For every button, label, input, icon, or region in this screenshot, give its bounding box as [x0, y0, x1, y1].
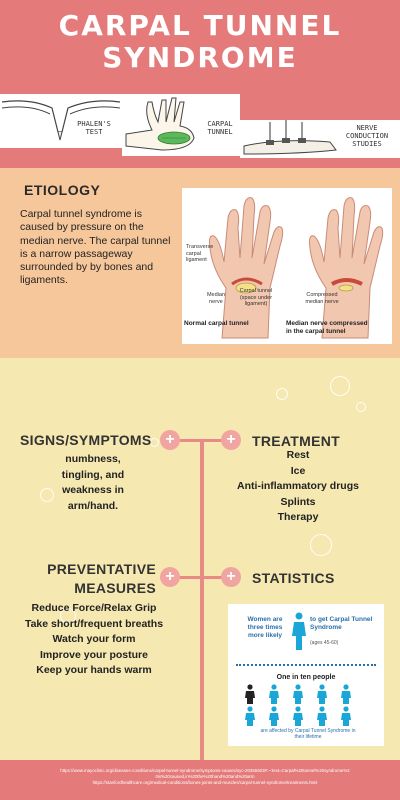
- prevention-item: Keep your hands warm: [36, 664, 152, 676]
- signs-line: tingling, and: [61, 468, 125, 481]
- carpal-tunnel-anatomy-figure: Transverse carpal ligament Median nerve …: [182, 188, 392, 344]
- signs-list: numbness, tingling, and weakness in arm/…: [48, 452, 138, 514]
- plus-icon: +: [160, 567, 180, 587]
- prevention-item: Reduce Force/Relax Grip: [31, 602, 157, 614]
- decorative-bubble: [276, 388, 288, 400]
- phalens-caption-line-1: PHALEN'S: [77, 120, 111, 128]
- nerve-caption-line-3: STUDIES: [352, 140, 382, 148]
- decorative-bubble: [60, 608, 76, 624]
- treatment-title: TREATMENT: [252, 433, 340, 449]
- prevention-title-line-2: MEASURES: [74, 580, 156, 596]
- label-carpal-tunnel-space: Carpal tunnel (space under ligament): [239, 288, 273, 307]
- carpal-tunnel-image: CARPAL TUNNEL: [122, 94, 240, 156]
- reference-link-mayo[interactable]: https://www.mayoclinic.org/diseases-cond…: [60, 768, 350, 779]
- stat-carpal-text: to get Carpal Tunnel Syndrome: [310, 616, 373, 631]
- plus-icon: +: [221, 567, 241, 587]
- decorative-bubble: [310, 534, 332, 556]
- people-grid-icon: [245, 684, 351, 726]
- caption-compressed-tunnel: Median nerve compressed in the carpal tu…: [286, 320, 392, 336]
- phalens-caption-line-2: TEST: [85, 128, 103, 136]
- title-line-1: CARPAL TUNNEL: [58, 9, 342, 42]
- signs-line: arm/hand.: [67, 499, 119, 512]
- illustration-strip: PHALEN'S TEST CARPAL TUNNEL NERVE CONDUC…: [0, 88, 400, 168]
- prevention-title: PREVENTATIVE MEASURES: [20, 560, 156, 598]
- decorative-bubble: [150, 438, 159, 447]
- woman-figure-icon: [292, 612, 306, 650]
- prevention-item: Take short/frequent breaths: [24, 617, 164, 630]
- etiology-section: ETIOLOGY Carpal tunnel syndrome is cause…: [0, 168, 400, 358]
- nerve-conduction-illustration-icon: [243, 120, 337, 155]
- stat-one-in-ten: One in ten people: [276, 674, 336, 681]
- timeline-branch-signs: [180, 439, 230, 442]
- prevention-item: Watch your form: [52, 633, 136, 645]
- label-median-nerve: Median nerve: [206, 292, 226, 305]
- stat-affected-text: are affected by Carpal Tunnel Syndrome i…: [260, 728, 356, 740]
- decorative-bubble: [356, 402, 366, 412]
- carpal-caption-line-2: TUNNEL: [207, 128, 233, 136]
- nerve-caption-line-2: CONDUCTION: [345, 132, 389, 140]
- plus-icon: +: [221, 430, 241, 450]
- phalens-test-illustration-icon: [1, 100, 121, 141]
- plus-icon: +: [160, 430, 180, 450]
- carpal-tunnel-caption: CARPAL TUNNEL: [200, 120, 240, 136]
- prevention-list: Reduce Force/Relax Grip Take short/frequ…: [14, 601, 174, 679]
- treatment-item: Splints: [280, 495, 316, 508]
- hand-anatomy-icon: [209, 197, 384, 339]
- decorative-bubble: [330, 376, 350, 396]
- stat-ages: (ages 45-60): [310, 640, 339, 646]
- header-banner: CARPAL TUNNEL SYNDROME: [0, 0, 400, 88]
- carpal-caption-line-1: CARPAL: [207, 120, 233, 128]
- caption-compressed-line-2: in the carpal tunnel: [286, 328, 346, 335]
- caption-normal-tunnel: Normal carpal tunnel: [184, 320, 249, 327]
- treatment-item: Ice: [290, 464, 306, 477]
- treatment-item: Anti-inflammatory drugs: [237, 480, 359, 492]
- caption-compressed-line-1: Median nerve compressed: [286, 320, 368, 327]
- label-transverse-ligament: Transverse carpal ligament: [186, 244, 214, 263]
- decorative-bubble: [40, 488, 54, 502]
- signs-line: numbness,: [65, 453, 121, 465]
- treatment-item: Rest: [286, 449, 310, 461]
- phalens-test-caption: PHALEN'S TEST: [70, 120, 118, 136]
- references-list: https://www.mayoclinic.org/diseases-cond…: [60, 768, 350, 786]
- nerve-conduction-image: NERVE CONDUCTION STUDIES: [240, 120, 400, 158]
- etiology-text: Carpal tunnel syndrome is caused by pres…: [20, 208, 171, 287]
- stat-women-text: Women are three times more likely: [247, 616, 283, 639]
- treatment-list: Rest Ice Anti-inflammatory drugs Splints…: [232, 448, 364, 526]
- carpal-tunnel-hand-illustration-icon: [125, 97, 195, 151]
- signs-title: SIGNS/SYMPTOMS: [20, 432, 152, 448]
- statistics-title: STATISTICS: [252, 570, 335, 586]
- prevention-title-line-1: PREVENTATIVE: [47, 561, 156, 577]
- page-title: CARPAL TUNNEL SYNDROME: [0, 0, 400, 74]
- treatment-item: Therapy: [277, 511, 319, 523]
- phalens-test-image: PHALEN'S TEST: [0, 94, 122, 148]
- reference-link-stanford[interactable]: https://stanfordhealthcare.org/medical-c…: [92, 780, 318, 785]
- nerve-conduction-caption: NERVE CONDUCTION STUDIES: [336, 124, 398, 148]
- timeline-vertical: [200, 440, 204, 770]
- nerve-caption-line-1: NERVE: [356, 124, 378, 132]
- statistics-infographic: Women are three times more likely to get…: [228, 604, 384, 746]
- references-footer: https://www.mayoclinic.org/diseases-cond…: [0, 760, 400, 800]
- stat-divider: [236, 664, 376, 666]
- prevention-item: Improve your posture: [40, 648, 148, 661]
- title-line-2: SYNDROME: [102, 41, 298, 74]
- etiology-title: ETIOLOGY: [24, 182, 101, 198]
- signs-line: weakness in: [62, 484, 124, 496]
- timeline-branch-prevention: [180, 576, 230, 579]
- label-compressed-nerve: Compressed median nerve: [305, 292, 339, 305]
